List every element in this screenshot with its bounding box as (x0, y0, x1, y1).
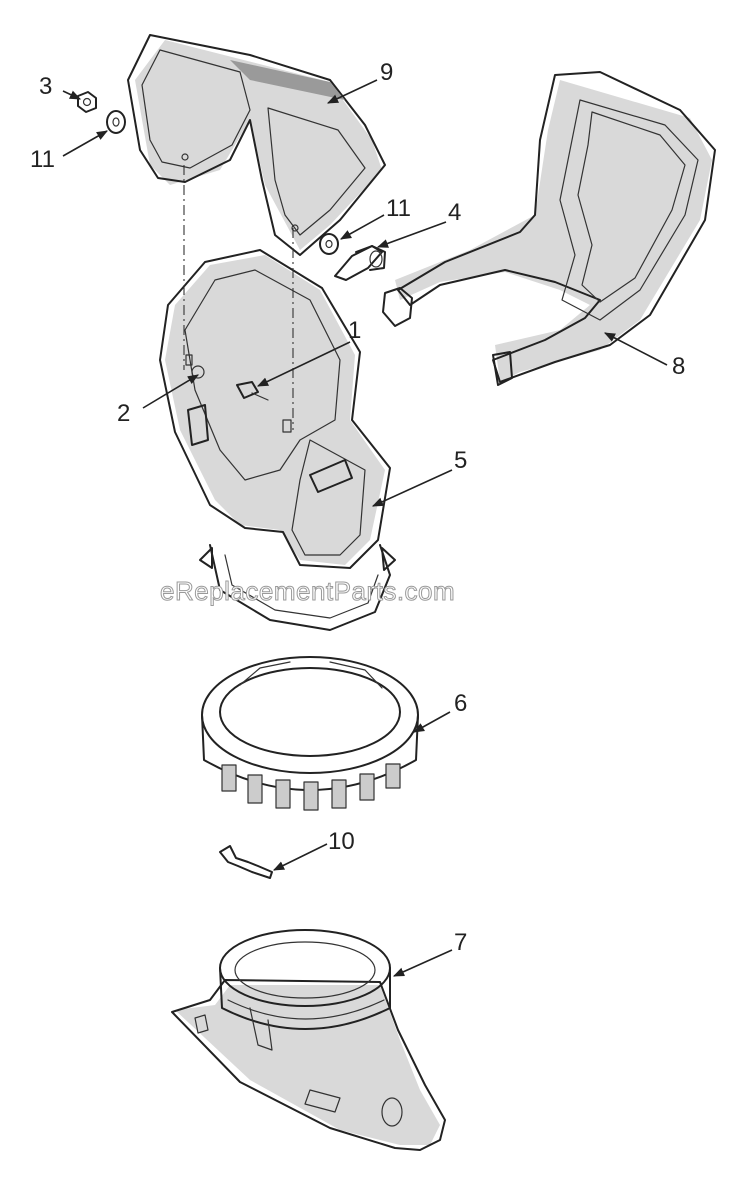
callout-label: 6 (454, 690, 467, 717)
callout-label: 2 (117, 400, 130, 427)
part-washer[interactable] (106, 110, 126, 134)
callout-label: 7 (454, 929, 467, 956)
watermark-text: eReplacementParts.com (160, 576, 455, 606)
part-lower-chute[interactable] (159, 249, 396, 631)
alignment-lines (183, 165, 294, 430)
part-nut[interactable] (77, 91, 97, 113)
part-chute-deflector[interactable] (127, 34, 386, 256)
callout-label: 11 (30, 146, 55, 173)
part-wing-knob[interactable] (334, 245, 386, 281)
leader-lines (62, 79, 668, 977)
callout-label: 1 (348, 317, 361, 344)
callout-label: 9 (380, 59, 393, 86)
callout-label: 5 (454, 447, 467, 474)
callout-labels: 1 2 3 4 5 6 7 8 9 10 11 11 (30, 59, 685, 956)
part-chute-ring[interactable] (201, 656, 419, 811)
callout-label: 10 (328, 828, 355, 855)
part-spring-clip[interactable] (219, 845, 273, 879)
part-washer[interactable] (319, 233, 339, 255)
callout-label: 4 (448, 199, 461, 226)
callout-label: 11 (386, 195, 411, 222)
callout-label: 8 (672, 353, 685, 380)
callout-label: 3 (39, 73, 52, 100)
part-handle[interactable] (382, 71, 716, 386)
part-chute-base[interactable] (171, 929, 446, 1151)
